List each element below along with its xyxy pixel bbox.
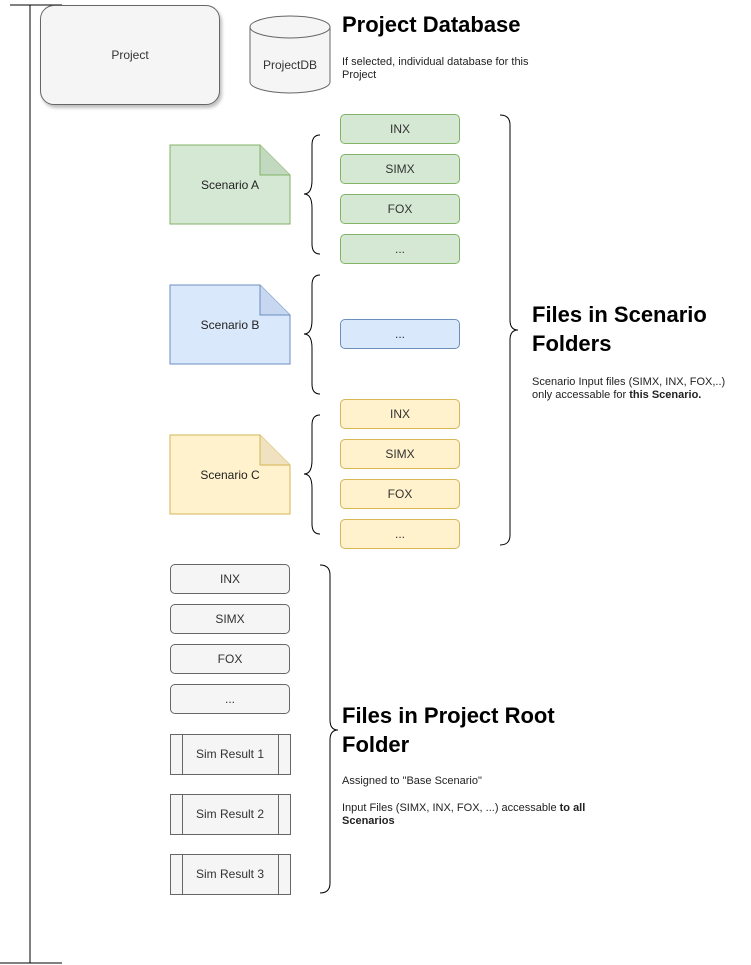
- scenario-c-note: [169, 434, 291, 515]
- scenario-a-label: Scenario A: [200, 178, 260, 192]
- scenario-b-note: [169, 284, 291, 365]
- scenario-c-file-inx: INX: [340, 399, 460, 429]
- database-heading: Project Database: [342, 12, 521, 37]
- brace-project-root: [319, 564, 339, 894]
- database-label: ProjectDB: [262, 58, 318, 72]
- scenario-c-file-more: ...: [340, 519, 460, 549]
- scenario-folders-heading-line2: Folders: [532, 331, 612, 356]
- brace-scenario-b: [303, 274, 321, 395]
- scenario-folders-heading: Files in Scenario Folders: [532, 300, 751, 358]
- sim-result-1-label: Sim Result 1: [195, 747, 265, 761]
- root-folder-heading-line1: Files in Project Root: [342, 703, 555, 728]
- scenario-folders-heading-line1: Files in Scenario: [532, 302, 707, 327]
- database-cylinder-icon: [249, 15, 331, 94]
- root-folder-heading: Files in Project Root Folder: [342, 701, 602, 759]
- root-file-fox: FOX: [170, 644, 290, 674]
- sim-result-3-label: Sim Result 3: [195, 867, 265, 881]
- root-file-more: ...: [170, 684, 290, 714]
- database-description: If selected, individual database for thi…: [342, 56, 529, 81]
- root-file-simx: SIMX: [170, 604, 290, 634]
- scenario-a-file-more: ...: [340, 234, 460, 264]
- scenario-c-label: Scenario C: [200, 468, 260, 482]
- sim-result-3-shape: [170, 854, 291, 895]
- scenario-a-file-fox: FOX: [340, 194, 460, 224]
- root-folder-desc-text: Input Files (SIMX, INX, FOX, ...) access…: [342, 802, 560, 814]
- scenario-b-label: Scenario B: [200, 318, 260, 332]
- scenario-a-file-inx: INX: [340, 114, 460, 144]
- scenario-folders-desc-bold: this Scenario.: [629, 389, 702, 401]
- brace-scenario-a: [303, 134, 321, 255]
- root-folder-description: Input Files (SIMX, INX, FOX, ...) access…: [342, 802, 602, 828]
- project-node: Project: [40, 5, 220, 105]
- scenario-a-file-simx: SIMX: [340, 154, 460, 184]
- project-label: Project: [111, 48, 149, 62]
- scenario-folders-description: Scenario Input files (SIMX, INX, FOX,..)…: [532, 376, 748, 402]
- scenario-a-note: [169, 144, 291, 225]
- sim-result-2-label: Sim Result 2: [195, 807, 265, 821]
- scenario-c-file-simx: SIMX: [340, 439, 460, 469]
- root-folder-assigned: Assigned to "Base Scenario": [342, 775, 482, 787]
- root-file-inx: INX: [170, 564, 290, 594]
- scenario-folders-desc-text: Scenario Input files (SIMX, INX, FOX,..)…: [532, 376, 726, 401]
- sim-result-2-shape: [170, 794, 291, 835]
- scenario-c-file-fox: FOX: [340, 479, 460, 509]
- brace-scenario-folders: [499, 114, 519, 546]
- root-folder-desc-bold: to all Scenarios: [342, 802, 586, 827]
- brace-scenario-c: [303, 414, 321, 535]
- sim-result-1-shape: [170, 734, 291, 775]
- scenario-b-file-more: ...: [340, 319, 460, 349]
- root-folder-heading-line2: Folder: [342, 732, 410, 757]
